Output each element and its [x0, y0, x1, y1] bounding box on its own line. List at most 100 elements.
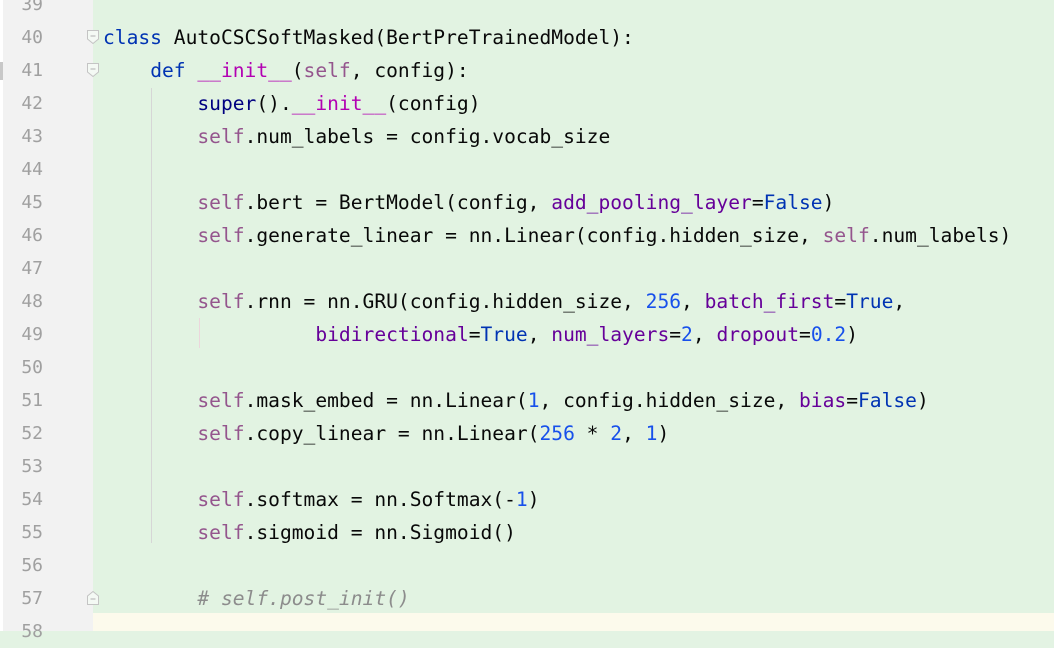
- code-token: .softmax = nn.Softmax(-: [244, 488, 516, 511]
- code-line[interactable]: 56: [0, 549, 1054, 582]
- code-token: [103, 191, 197, 214]
- code-text: self.generate_linear = nn.Linear(config.…: [103, 219, 1011, 252]
- code-token: .sigmoid = nn.Sigmoid(): [244, 521, 516, 544]
- code-line[interactable]: 46 self.generate_linear = nn.Linear(conf…: [0, 219, 1054, 252]
- line-number: 47: [21, 258, 43, 279]
- code-token: ): [846, 323, 858, 346]
- code-token: 256: [645, 290, 682, 313]
- code-token: def: [150, 59, 186, 82]
- code-token: # self.post_init(): [197, 587, 410, 610]
- code-token: self: [197, 125, 245, 148]
- code-text: self.sigmoid = nn.Sigmoid(): [103, 516, 516, 549]
- code-text: self.mask_embed = nn.Linear(1, config.hi…: [103, 384, 929, 417]
- code-token: 1: [527, 389, 540, 412]
- code-line[interactable]: 55 self.sigmoid = nn.Sigmoid(): [0, 516, 1054, 549]
- code-token: =: [799, 323, 811, 346]
- code-token: True: [846, 290, 894, 313]
- code-token: 2: [681, 323, 693, 346]
- code-token: bias: [799, 389, 847, 412]
- code-token: batch_first: [704, 290, 835, 313]
- code-token: True: [480, 323, 528, 346]
- line-number: 46: [21, 225, 43, 246]
- code-token: ,: [622, 422, 646, 445]
- code-token: bidirectional: [315, 323, 469, 346]
- code-text: self.bert = BertModel(config, add_poolin…: [103, 186, 834, 219]
- code-token: [103, 92, 197, 115]
- code-token: [103, 125, 197, 148]
- fold-close-icon[interactable]: [87, 591, 99, 605]
- line-number: 53: [21, 456, 43, 477]
- code-token: __init__: [197, 59, 292, 82]
- code-token: ): [527, 488, 540, 511]
- line-number: 41: [21, 60, 43, 81]
- code-line[interactable]: 54 self.softmax = nn.Softmax(-1): [0, 483, 1054, 516]
- code-token: (config): [386, 92, 481, 115]
- code-token: add_pooling_layer: [551, 191, 752, 214]
- code-token: [103, 521, 197, 544]
- code-token: __init__: [291, 92, 387, 115]
- line-number: 42: [21, 93, 43, 114]
- code-text: # self.post_init(): [103, 582, 410, 615]
- code-token: [103, 587, 197, 610]
- change-marker: [0, 62, 3, 80]
- code-token: ,: [692, 323, 717, 346]
- line-number: 49: [21, 324, 43, 345]
- code-token: .copy_linear = nn.Linear(: [244, 422, 540, 445]
- code-line[interactable]: 57 # self.post_init(): [0, 582, 1054, 615]
- code-line[interactable]: 42 super().__init__(config): [0, 87, 1054, 120]
- code-area[interactable]: [93, 0, 1054, 613]
- line-number: 57: [21, 588, 43, 609]
- code-token: (: [291, 59, 304, 82]
- code-token: [103, 422, 197, 445]
- code-token: self: [197, 422, 245, 445]
- line-number: 55: [21, 522, 43, 543]
- code-token: False: [763, 191, 823, 214]
- code-token: ): [657, 422, 670, 445]
- line-number: 40: [21, 27, 43, 48]
- fold-open-icon[interactable]: [87, 30, 99, 44]
- code-line[interactable]: 50: [0, 351, 1054, 384]
- code-token: ,: [527, 323, 552, 346]
- code-token: *: [574, 422, 611, 445]
- code-token: [186, 59, 198, 82]
- code-text: self.copy_linear = nn.Linear(256 * 2, 1): [103, 417, 669, 450]
- indent-guide: [199, 318, 200, 348]
- code-line[interactable]: 51 self.mask_embed = nn.Linear(1, config…: [0, 384, 1054, 417]
- code-line[interactable]: 58: [0, 615, 1054, 648]
- code-token: ): [916, 389, 929, 412]
- line-number: 45: [21, 192, 43, 213]
- code-token: num_layers: [551, 323, 670, 346]
- fold-open-icon[interactable]: [87, 63, 99, 77]
- current-line-gutter: [3, 613, 93, 631]
- code-line[interactable]: 48 self.rnn = nn.GRU(config.hidden_size,…: [0, 285, 1054, 318]
- line-number: 56: [21, 555, 43, 576]
- code-line[interactable]: 44: [0, 153, 1054, 186]
- code-token: self: [303, 59, 351, 82]
- line-number: 48: [21, 291, 43, 312]
- line-number: 52: [21, 423, 43, 444]
- current-line-highlight: [93, 613, 1054, 631]
- code-line[interactable]: 41 def __init__(self, config):: [0, 54, 1054, 87]
- code-text: super().__init__(config): [103, 87, 481, 120]
- code-line[interactable]: 39: [0, 0, 1054, 21]
- code-text: self.rnn = nn.GRU(config.hidden_size, 25…: [103, 285, 905, 318]
- line-number: 51: [21, 390, 43, 411]
- line-number: 50: [21, 357, 43, 378]
- code-token: [103, 389, 197, 412]
- code-line[interactable]: 45 self.bert = BertModel(config, add_poo…: [0, 186, 1054, 219]
- code-token: , config.hidden_size,: [539, 389, 800, 412]
- code-line[interactable]: 43 self.num_labels = config.vocab_size: [0, 120, 1054, 153]
- code-token: .num_labels): [869, 224, 1012, 247]
- code-token: 1: [645, 422, 658, 445]
- code-token: ): [822, 191, 835, 214]
- line-number: 43: [21, 126, 43, 147]
- code-token: .generate_linear = nn.Linear(config.hidd…: [244, 224, 823, 247]
- code-line[interactable]: 49 bidirectional=True, num_layers=2, dro…: [0, 318, 1054, 351]
- code-line[interactable]: 47: [0, 252, 1054, 285]
- code-token: class: [103, 26, 162, 49]
- code-line[interactable]: 53: [0, 450, 1054, 483]
- code-token: .rnn = nn.GRU(config.hidden_size,: [244, 290, 646, 313]
- code-line[interactable]: 52 self.copy_linear = nn.Linear(256 * 2,…: [0, 417, 1054, 450]
- code-token: [103, 290, 197, 313]
